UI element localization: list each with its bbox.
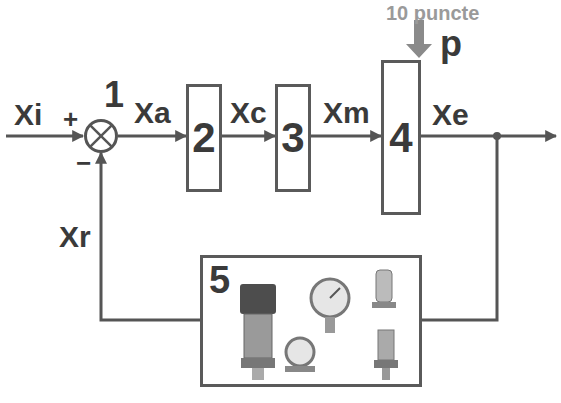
signal-name: Xa bbox=[134, 98, 171, 128]
block-number: 2 bbox=[192, 117, 215, 159]
signal-connector bbox=[222, 135, 275, 138]
process-box: 4 bbox=[381, 60, 421, 215]
block-number: 4 bbox=[389, 117, 412, 159]
disturbance-name: p bbox=[440, 26, 462, 62]
signal-name: Xi bbox=[14, 100, 42, 130]
signal-name: Xe bbox=[432, 100, 469, 130]
input-arrow bbox=[6, 135, 83, 138]
signal-name: Xr bbox=[59, 222, 91, 252]
disturbance-arrow bbox=[406, 20, 432, 58]
sign-symbol: − bbox=[76, 150, 91, 176]
sensor-illustration bbox=[240, 270, 398, 380]
note-text: 10 puncte bbox=[386, 3, 479, 23]
signal-name: Xc bbox=[230, 98, 267, 128]
process-box: 3 bbox=[275, 84, 311, 192]
sensor-box: 5 bbox=[200, 255, 422, 387]
callout-number: 1 bbox=[104, 77, 124, 113]
block-number: 5 bbox=[209, 261, 230, 299]
block-number: 3 bbox=[281, 117, 304, 159]
process-box: 2 bbox=[186, 84, 222, 192]
signal-connector bbox=[311, 135, 381, 138]
output-arrow bbox=[497, 135, 556, 138]
summing-circle bbox=[84, 119, 118, 153]
signal-connector bbox=[118, 135, 186, 138]
signal-connector bbox=[421, 136, 497, 320]
sign-symbol: + bbox=[63, 106, 78, 132]
signal-name: Xm bbox=[323, 98, 370, 128]
summing-junction: 1 bbox=[84, 119, 118, 153]
